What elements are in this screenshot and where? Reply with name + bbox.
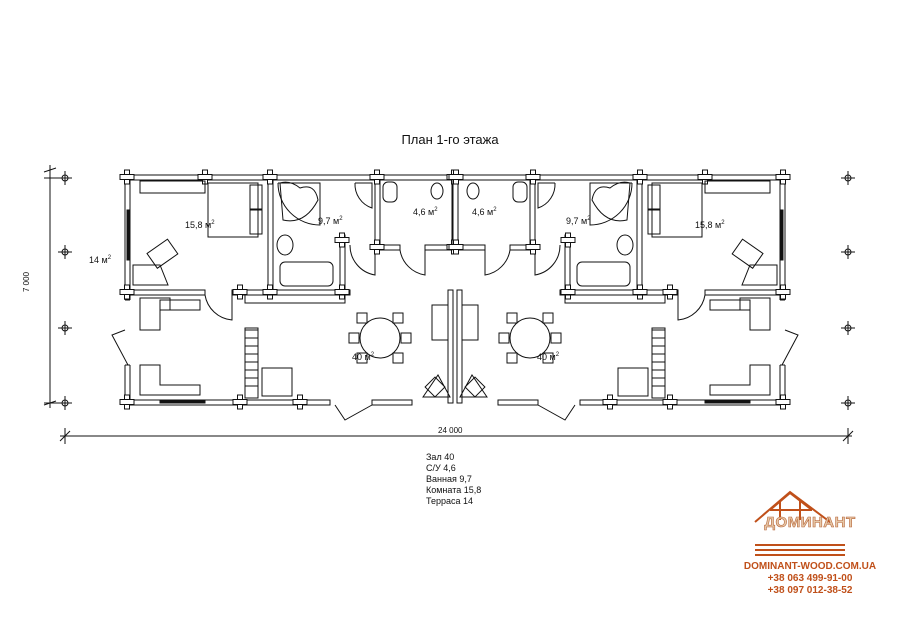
company-website: DOMINANT-WOOD.COM.UA bbox=[743, 561, 877, 572]
chair-icon bbox=[348, 332, 360, 344]
company-phone: +38 063 499-91-00 bbox=[767, 573, 853, 584]
room-wc-right: 4,6 м2 bbox=[472, 207, 497, 217]
room-bedroom-left: 15,8 м2 bbox=[185, 220, 215, 230]
legend-item: Зал 40 bbox=[426, 452, 455, 462]
plan-title: План 1-го этажа bbox=[401, 132, 499, 147]
chair-icon bbox=[400, 332, 412, 344]
dimension-width-label: 24 000 bbox=[438, 426, 463, 435]
dimension-vertical bbox=[43, 165, 70, 408]
logo-house-icon bbox=[754, 490, 845, 556]
chair-icon bbox=[392, 312, 404, 324]
room-bedroom-right: 15,8 м2 bbox=[695, 220, 725, 230]
chair-icon bbox=[392, 352, 404, 364]
legend-item: С/У 4,6 bbox=[426, 463, 456, 473]
area-legend: Зал 40 С/У 4,6 Ванная 9,7 Комната 15,8 Т… bbox=[426, 452, 481, 507]
legend-item: Ванная 9,7 bbox=[426, 474, 472, 484]
legend-item: Терраса 14 bbox=[426, 496, 474, 506]
chair-icon bbox=[356, 312, 368, 324]
room-bath-right: 9,7 м2 bbox=[566, 216, 591, 226]
company-logo: ДОМИНАНТ DOMINANT-WOOD.COM.UA +38 063 49… bbox=[720, 478, 900, 597]
dimension-horizontal bbox=[59, 428, 854, 444]
axis-markers bbox=[58, 171, 855, 410]
plan-left-half bbox=[111, 169, 462, 421]
chair-icon bbox=[356, 352, 368, 364]
logo-name: ДОМИНАНТ bbox=[764, 514, 856, 532]
plan-right-half bbox=[448, 169, 799, 421]
room-hall-right: 40 м2 bbox=[537, 352, 560, 362]
room-wc-left: 4,6 м2 bbox=[413, 207, 438, 217]
room-terrace: 14 м2 bbox=[89, 255, 112, 265]
dimension-height-label: 7 000 bbox=[22, 271, 31, 292]
room-bath-left: 9,7 м2 bbox=[318, 216, 343, 226]
company-phone: +38 097 012-38-52 bbox=[767, 585, 853, 596]
room-hall-left: 40 м2 bbox=[352, 352, 375, 362]
legend-item: Комната 15,8 bbox=[426, 485, 482, 495]
